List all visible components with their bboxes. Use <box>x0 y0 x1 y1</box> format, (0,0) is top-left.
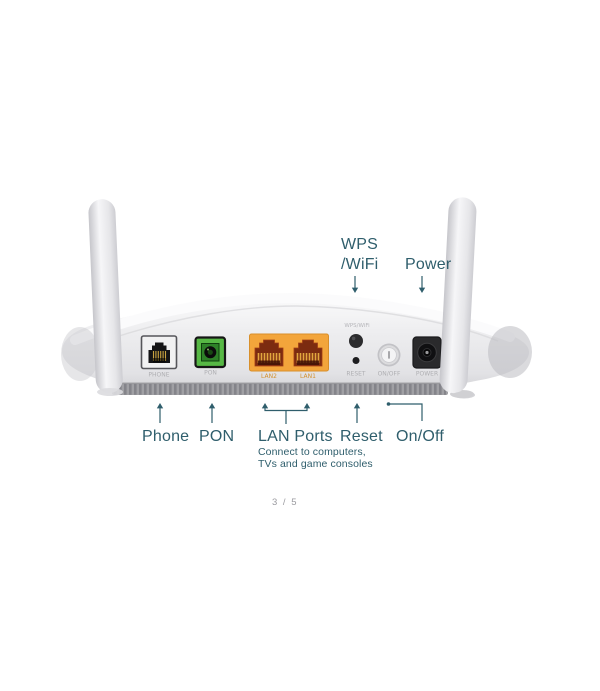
pon-port <box>194 336 227 369</box>
callout-pon: PON <box>199 428 235 445</box>
panel-print-lan2: LAN2 <box>261 373 277 380</box>
on-off-elbow-pointer-icon <box>386 402 423 421</box>
power-down-arrow-icon <box>418 276 426 293</box>
callout-wps-line2: /WiFi <box>341 256 379 273</box>
lan-caption-line2: TVs and game consoles <box>258 458 373 470</box>
reset-button <box>352 357 360 364</box>
lan-ports-caption: Connect to computers, TVs and game conso… <box>258 446 373 470</box>
callout-wps-line1: WPS <box>341 236 379 253</box>
panel-print-phone: PHONE <box>148 372 169 379</box>
panel-print-power: POWER <box>416 371 438 378</box>
panel-print-on-off: ON/OFF <box>378 371 401 378</box>
callout-lan-ports: LAN Ports <box>258 428 333 445</box>
carousel-page-indicator: 3 / 5 <box>272 497 298 508</box>
phone-up-arrow-icon <box>156 403 164 423</box>
left-antenna <box>88 199 123 394</box>
callout-wps-wifi: WPS /WiFi <box>341 235 378 275</box>
callout-on-off: On/Off <box>396 428 445 445</box>
callout-arrows <box>156 276 426 424</box>
wps-wifi-down-arrow-icon <box>351 276 359 293</box>
on-off-button <box>377 343 401 367</box>
wps-wifi-button <box>349 334 363 348</box>
panel-print-pon: PON <box>204 370 217 377</box>
pon-up-arrow-icon <box>208 403 216 423</box>
power-jack <box>412 336 442 369</box>
reset-up-arrow-icon <box>353 403 361 423</box>
panel-print-reset: RESET <box>346 371 366 378</box>
callout-power: Power <box>405 256 452 273</box>
panel-print-lan1: LAN1 <box>300 373 316 380</box>
callout-phone: Phone <box>142 428 190 445</box>
rj45-jack <box>254 339 284 367</box>
right-antenna <box>439 197 477 394</box>
phone-port <box>140 335 178 370</box>
callout-reset: Reset <box>340 428 383 445</box>
lan-ports-bracket-icon <box>261 403 311 424</box>
lan-caption-line1: Connect to computers, <box>258 446 366 458</box>
panel-silkscreen: WPS/WiFi PHONE PON LAN2 LAN1 RESET ON/OF… <box>148 323 438 380</box>
panel-print-wps-wifi: WPS/WiFi <box>344 323 370 329</box>
lan-ports <box>249 333 329 372</box>
